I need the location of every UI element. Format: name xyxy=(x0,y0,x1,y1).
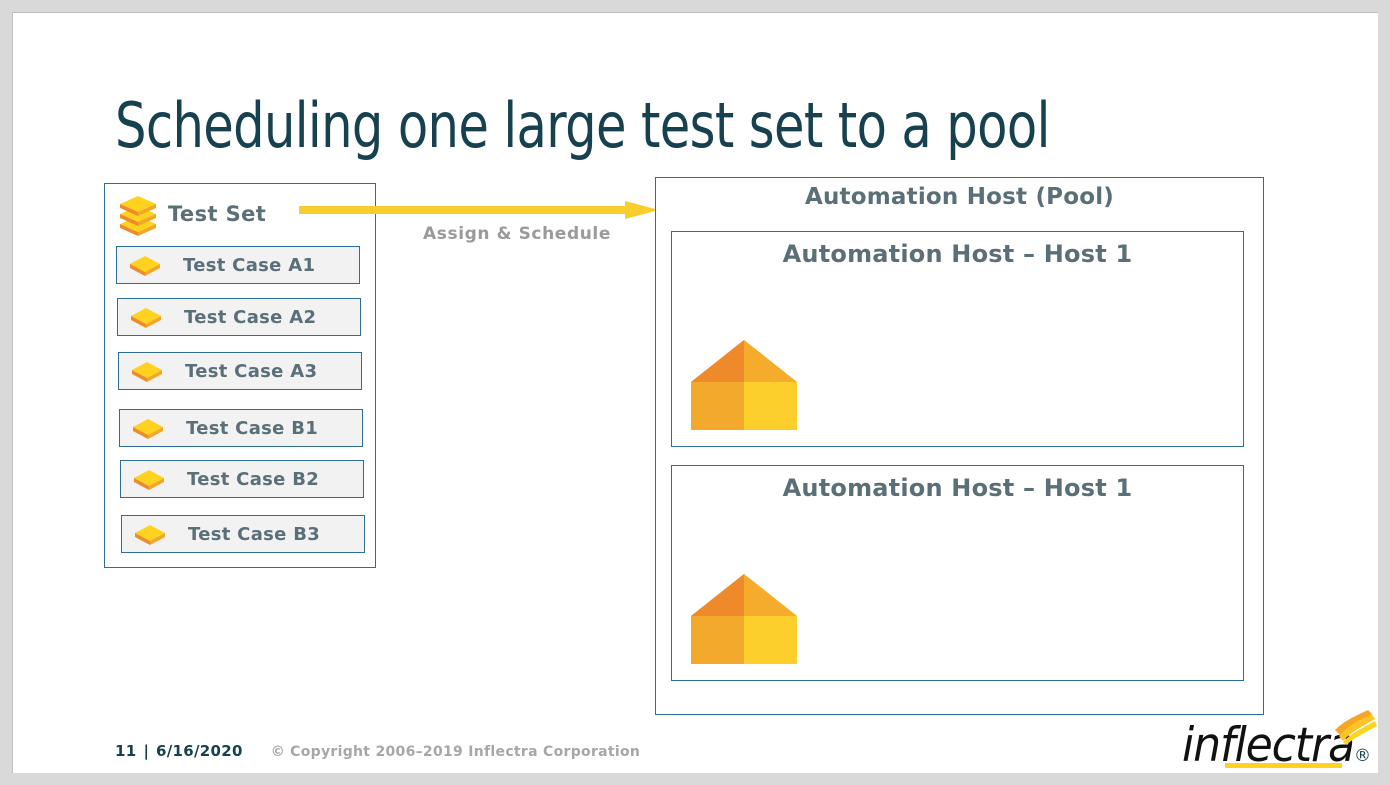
slide-canvas: Scheduling one large test set to a pool xyxy=(12,12,1378,773)
host-title: Automation Host – Host 1 xyxy=(782,474,1133,502)
test-case-label: Test Case B1 xyxy=(186,417,319,439)
automation-host-box-1: Automation Host – Host 1 xyxy=(671,231,1244,447)
stacked-boxes-icon xyxy=(118,194,158,236)
registered-trademark-icon: ® xyxy=(1354,746,1371,766)
page-number: 11 xyxy=(115,742,137,760)
box-icon xyxy=(130,305,162,329)
assign-schedule-label: Assign & Schedule xyxy=(423,224,611,244)
automation-host-pool-panel: Automation Host (Pool) Automation Host –… xyxy=(655,177,1264,715)
box-icon xyxy=(132,416,164,440)
test-case-label: Test Case B3 xyxy=(188,523,321,545)
footer-separator: | xyxy=(143,742,149,760)
footer: 11 | 6/16/2020 © Copyright 2006–2019 Inf… xyxy=(115,742,640,760)
server-building-icon xyxy=(691,572,797,664)
copyright-notice: © Copyright 2006–2019 Inflectra Corporat… xyxy=(270,744,641,760)
test-case-row[interactable]: Test Case A2 xyxy=(117,298,361,336)
box-icon xyxy=(131,359,163,383)
test-case-row[interactable]: Test Case B1 xyxy=(119,409,363,447)
box-icon xyxy=(129,253,161,277)
test-set-label: Test Set xyxy=(168,202,267,226)
test-case-row[interactable]: Test Case A1 xyxy=(116,246,360,284)
pool-title: Automation Host (Pool) xyxy=(804,184,1115,210)
wave-icon xyxy=(1331,710,1377,745)
right-arrow-icon xyxy=(299,198,659,222)
inflectra-logo: inflectra ® xyxy=(1178,710,1378,773)
automation-host-box-2: Automation Host – Host 1 xyxy=(671,465,1244,681)
test-case-row[interactable]: Test Case B2 xyxy=(120,460,364,498)
box-icon xyxy=(134,522,166,546)
logo-underline xyxy=(1225,763,1342,768)
box-icon xyxy=(133,467,165,491)
test-case-row[interactable]: Test Case B3 xyxy=(121,515,365,553)
test-set-header: Test Set xyxy=(104,190,376,238)
host-title: Automation Host – Host 1 xyxy=(782,240,1133,268)
footer-date: 6/16/2020 xyxy=(155,742,243,760)
test-case-row[interactable]: Test Case A3 xyxy=(118,352,362,390)
test-case-label: Test Case A1 xyxy=(183,254,316,276)
server-building-icon xyxy=(691,338,797,430)
test-case-label: Test Case A3 xyxy=(185,360,318,382)
page-title: Scheduling one large test set to a pool xyxy=(115,89,1050,162)
test-case-label: Test Case A2 xyxy=(184,306,317,328)
test-case-label: Test Case B2 xyxy=(187,468,320,490)
